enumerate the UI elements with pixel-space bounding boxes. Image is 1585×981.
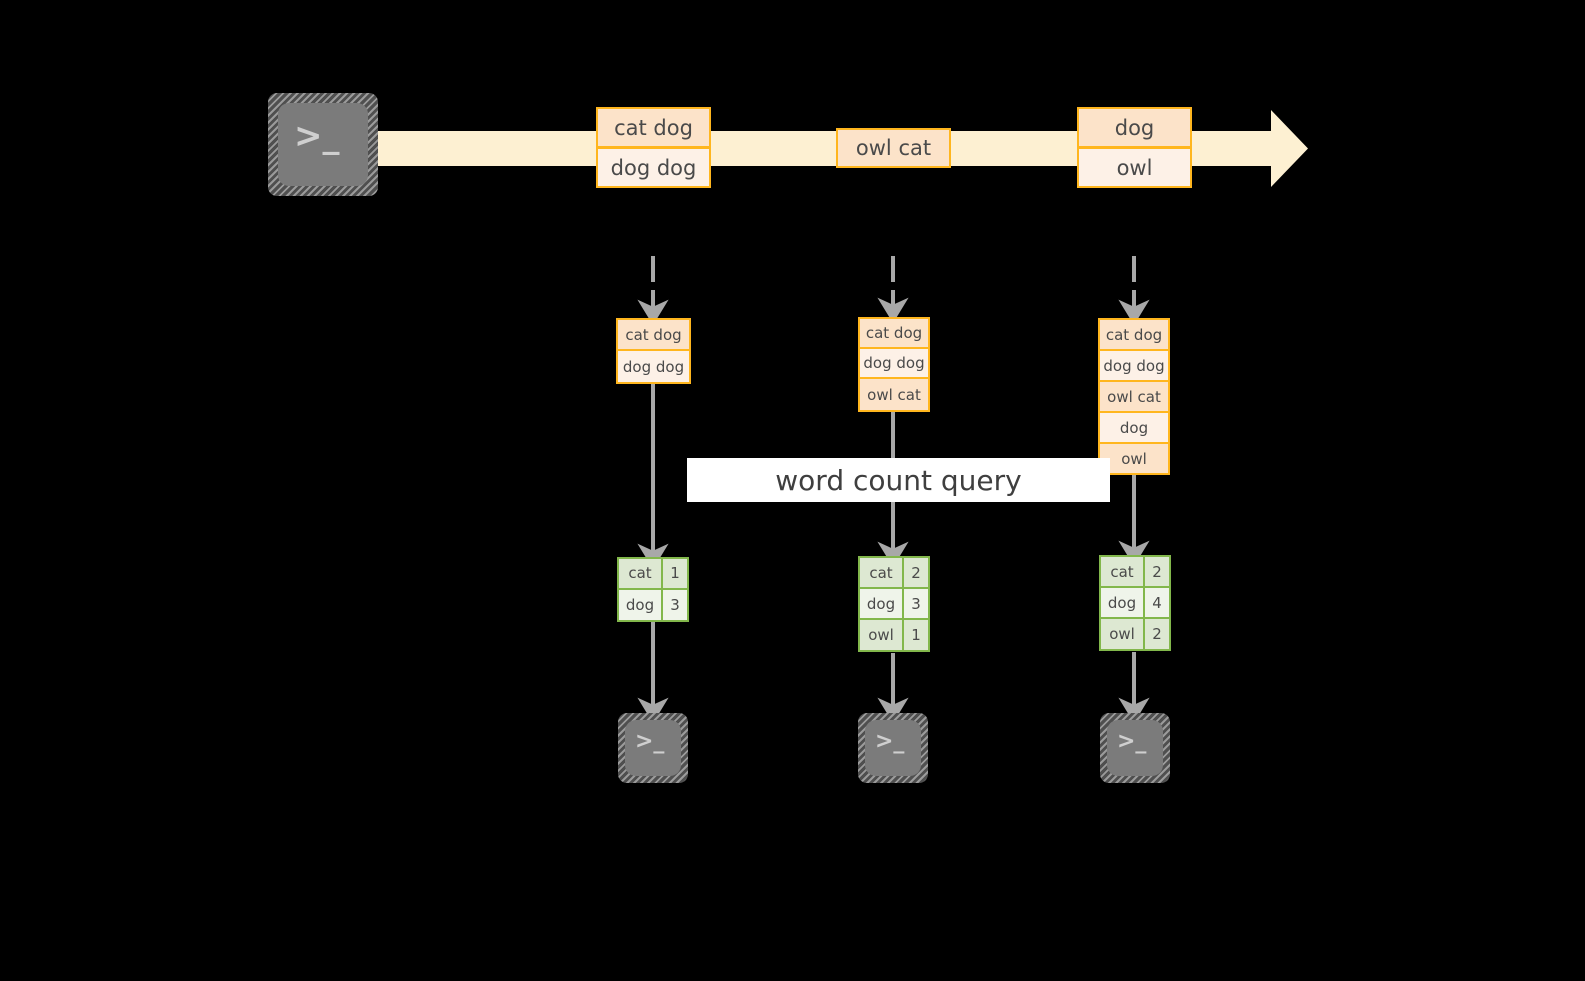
stack-row: dog	[1100, 413, 1168, 444]
query-label: word count query	[687, 458, 1110, 502]
stack-row: dog dog	[1100, 351, 1168, 382]
stream-event-box: cat dog	[596, 107, 711, 148]
stream-event-box: owl cat	[836, 128, 951, 168]
table-row: dog 3	[860, 589, 928, 620]
count-cell: 2	[1145, 619, 1169, 649]
stack-row: owl	[1100, 444, 1168, 473]
source-terminal-icon: >_	[268, 93, 378, 196]
snapshot-input-stack: cat dog dog dog owl cat dog owl	[1098, 318, 1170, 475]
count-cell: 1	[663, 559, 687, 588]
word-cell: cat	[860, 558, 904, 587]
stack-row: cat dog	[618, 320, 689, 351]
count-cell: 4	[1145, 588, 1169, 617]
table-row: cat 1	[619, 559, 687, 590]
sink-terminal-icon: >_	[1100, 713, 1170, 783]
table-row: owl 1	[860, 620, 928, 650]
count-cell: 3	[904, 589, 928, 618]
snapshot-input-stack: cat dog dog dog	[616, 318, 691, 384]
word-cell: owl	[1101, 619, 1145, 649]
terminal-screen	[1107, 720, 1163, 776]
terminal-prompt-glyph: >_	[294, 116, 340, 156]
sink-terminal-icon: >_	[618, 713, 688, 783]
stack-row: dog dog	[618, 351, 689, 382]
stack-row: cat dog	[860, 319, 928, 349]
terminal-screen	[625, 720, 681, 776]
table-row: cat 2	[860, 558, 928, 589]
word-cell: dog	[1101, 588, 1145, 617]
word-cell: cat	[1101, 557, 1145, 586]
terminal-screen	[278, 103, 368, 186]
result-table: cat 2 dog 4 owl 2	[1099, 555, 1171, 651]
word-cell: dog	[619, 589, 663, 620]
stack-row: dog dog	[860, 349, 928, 379]
sink-terminal-icon: >_	[858, 713, 928, 783]
stream-event-box: dog	[1077, 107, 1192, 148]
stream-event-box: owl	[1077, 147, 1192, 188]
word-cell: owl	[860, 620, 904, 650]
count-cell: 1	[904, 620, 928, 650]
terminal-screen	[865, 720, 921, 776]
count-cell: 2	[904, 558, 928, 587]
table-row: cat 2	[1101, 557, 1169, 588]
table-row: owl 2	[1101, 619, 1169, 649]
terminal-prompt-glyph: >_	[635, 729, 665, 754]
table-row: dog 3	[619, 589, 687, 620]
stream-event-box: dog dog	[596, 147, 711, 188]
stack-row: cat dog	[1100, 320, 1168, 351]
stack-row: owl cat	[860, 379, 928, 410]
word-cell: cat	[619, 559, 663, 588]
word-cell: dog	[860, 589, 904, 618]
result-table: cat 2 dog 3 owl 1	[858, 556, 930, 652]
result-table: cat 1 dog 3	[617, 557, 689, 622]
count-cell: 2	[1145, 557, 1169, 586]
terminal-prompt-glyph: >_	[875, 729, 905, 754]
snapshot-input-stack: cat dog dog dog owl cat	[858, 317, 930, 412]
count-cell: 3	[663, 589, 687, 620]
table-row: dog 4	[1101, 588, 1169, 619]
terminal-prompt-glyph: >_	[1117, 729, 1147, 754]
stack-row: owl cat	[1100, 382, 1168, 413]
